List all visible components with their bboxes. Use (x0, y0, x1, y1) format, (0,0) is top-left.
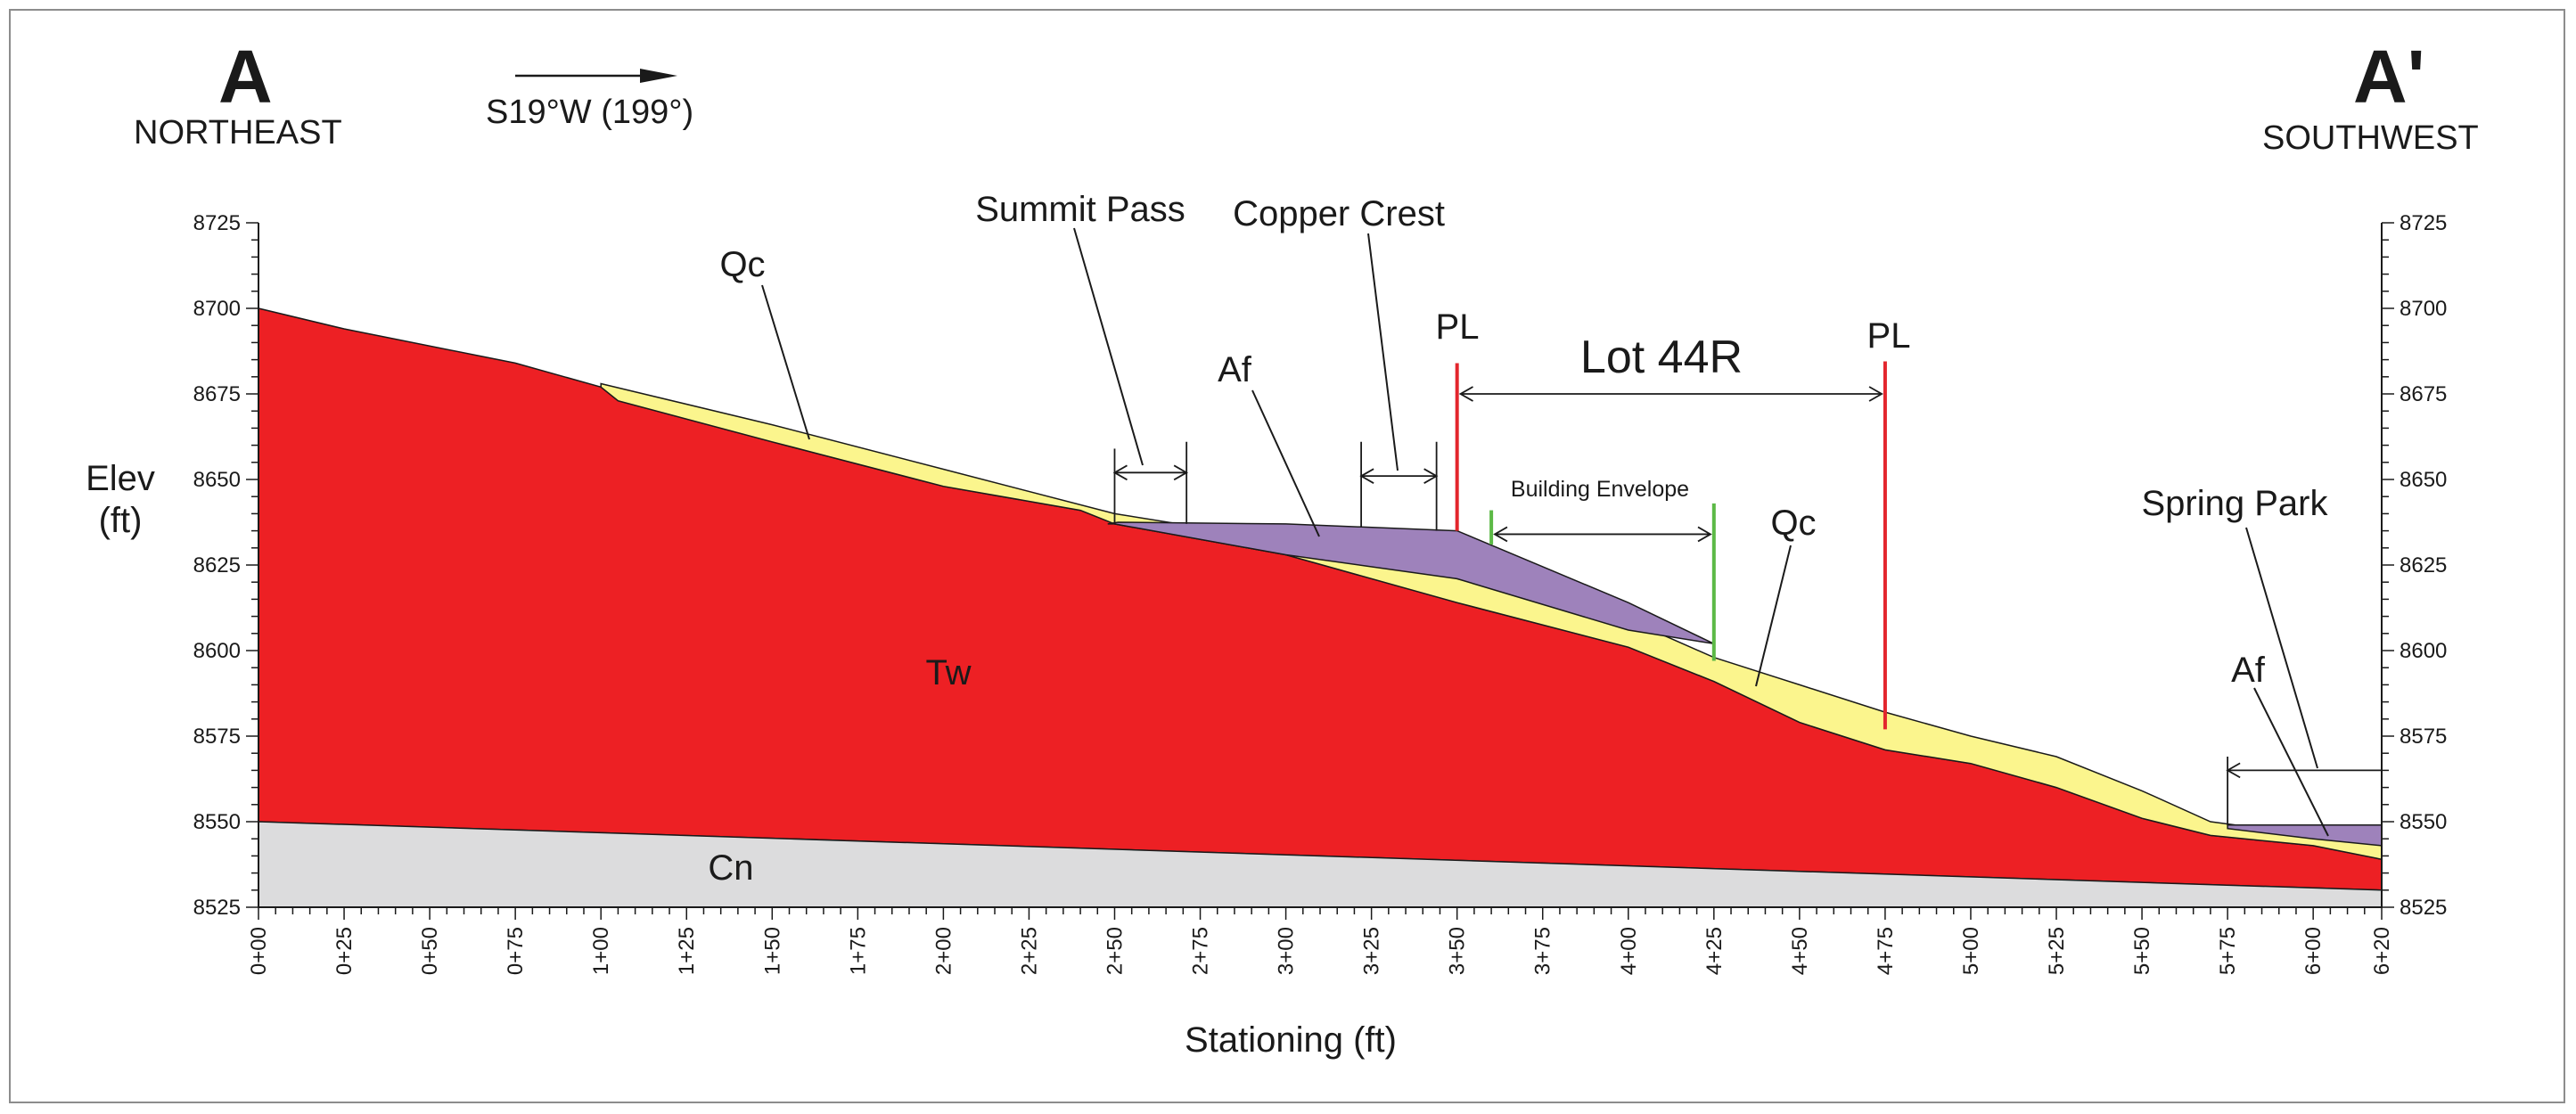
x-tick-label: 1+00 (589, 927, 613, 975)
x-tick-label: 0+00 (247, 927, 271, 975)
x-tick-label: 4+25 (1702, 927, 1727, 975)
y-tick-label-left: 8525 (193, 896, 241, 920)
x-tick-label: 2+75 (1189, 927, 1213, 975)
spring-park-arrowhead (2226, 762, 2241, 779)
y-tick-label-left: 8550 (193, 810, 241, 834)
section-end-letter: A' (2353, 35, 2425, 119)
x-tick-label: 0+50 (418, 927, 442, 975)
label-lot: Lot 44R (1580, 332, 1743, 383)
x-tick-label: 3+50 (1446, 927, 1470, 975)
label-spring-park: Spring Park (2142, 484, 2329, 523)
site-features (761, 227, 2382, 837)
x-tick-label: 1+25 (675, 927, 699, 975)
x-tick-label: 3+25 (1360, 927, 1384, 975)
x-tick-label: 5+25 (2045, 927, 2069, 975)
leader-af-upper (1251, 389, 1320, 537)
x-tick-label: 4+50 (1788, 927, 1812, 975)
unit-label-af-lower: Af (2231, 651, 2266, 690)
tw-unit-shape (258, 307, 2383, 891)
x-tick-label: 3+00 (1275, 927, 1299, 975)
y-tick-label-right: 8725 (2400, 211, 2447, 235)
unit-label-qc-upper: Qc (719, 245, 765, 284)
x-tick-label: 6+20 (2370, 927, 2394, 975)
x-tick-label: 3+75 (1531, 927, 1555, 975)
section-start-letter: A (218, 35, 273, 119)
leader-copper-crest (1367, 233, 1399, 471)
y-tick-label-right: 8575 (2400, 725, 2447, 749)
y-tick-label-right: 8650 (2400, 468, 2447, 492)
unit-label-af-upper: Af (1218, 350, 1252, 389)
unit-label-tw: Tw (925, 653, 971, 692)
label-building-envelope: Building Envelope (1511, 477, 1689, 502)
axes: 8725 8725 8700 8700 8675 8675 8650 8650 8625 8625… (193, 211, 2448, 975)
label-property-line-right: PL (1867, 316, 1911, 356)
y-tick-label-right: 8550 (2400, 810, 2447, 834)
y-tick-label-left: 8675 (193, 382, 241, 406)
x-tick-label: 1+75 (846, 927, 870, 975)
y-tick-label-left: 8650 (193, 468, 241, 492)
x-axis-label: Stationing (ft) (1185, 1020, 1397, 1060)
x-tick-label: 5+00 (1959, 927, 1983, 975)
lot-dimension-arrowhead-left (1458, 386, 1473, 402)
leader-qc-lower (1755, 545, 1792, 687)
y-tick-label-right: 8525 (2400, 896, 2447, 920)
y-tick-label-left: 8575 (193, 725, 241, 749)
x-tick-label: 0+25 (332, 927, 357, 975)
x-tick-label: 1+50 (760, 927, 784, 975)
label-copper-crest: Copper Crest (1233, 194, 1445, 233)
unit-label-cn: Cn (708, 848, 753, 888)
leader-af-lower (2253, 687, 2329, 837)
copper-crest-dimension-arrowhead-right (1423, 468, 1439, 484)
y-tick-label-left: 8600 (193, 639, 241, 663)
x-tick-label: 2+25 (1017, 927, 1041, 975)
y-tick-label-right: 8675 (2400, 382, 2447, 406)
section-bearing: S19°W (199°) (486, 94, 694, 131)
y-axis-label-elev: Elev (86, 459, 155, 498)
lot-dimension-arrowhead-right (1868, 386, 1883, 402)
y-tick-label-right: 8600 (2400, 639, 2447, 663)
label-summit-pass: Summit Pass (975, 190, 1185, 229)
x-tick-label: 2+50 (1103, 927, 1127, 975)
x-tick-label: 4+75 (1874, 927, 1898, 975)
building-envelope-dimension-arrowhead-right (1697, 526, 1712, 543)
x-tick-label: 5+50 (2130, 927, 2154, 975)
section-end-direction: SOUTHWEST (2262, 119, 2479, 157)
section-start-direction: NORTHEAST (134, 114, 342, 152)
af-unit-shape-lower (2227, 824, 2383, 847)
geologic-units (258, 307, 2383, 908)
leader-qc-upper (761, 284, 810, 440)
summit-pass-dimension-arrowhead-left (1112, 464, 1128, 481)
y-tick-label-right: 8700 (2400, 297, 2447, 321)
x-tick-label: 4+00 (1617, 927, 1641, 975)
x-tick-label: 0+75 (504, 927, 528, 975)
y-tick-label-left: 8725 (193, 211, 241, 235)
leader-spring-park (2245, 527, 2318, 769)
y-tick-label-left: 8625 (193, 553, 241, 577)
x-tick-label: 5+75 (2216, 927, 2240, 975)
y-tick-label-right: 8625 (2400, 553, 2447, 577)
y-tick-label-left: 8700 (193, 297, 241, 321)
unit-label-qc-lower: Qc (1770, 504, 1816, 543)
bearing-arrow-icon (515, 69, 677, 83)
summit-pass-dimension-arrowhead-right (1173, 464, 1188, 481)
copper-crest-dimension-arrowhead-left (1359, 468, 1374, 484)
y-axis-label-units: (ft) (99, 501, 143, 540)
x-tick-label: 2+00 (931, 927, 956, 975)
leader-summit-pass (1073, 227, 1144, 466)
building-envelope-dimension-arrowhead-left (1493, 526, 1508, 543)
x-tick-label: 6+00 (2301, 927, 2326, 975)
label-property-line-left: PL (1436, 307, 1480, 347)
